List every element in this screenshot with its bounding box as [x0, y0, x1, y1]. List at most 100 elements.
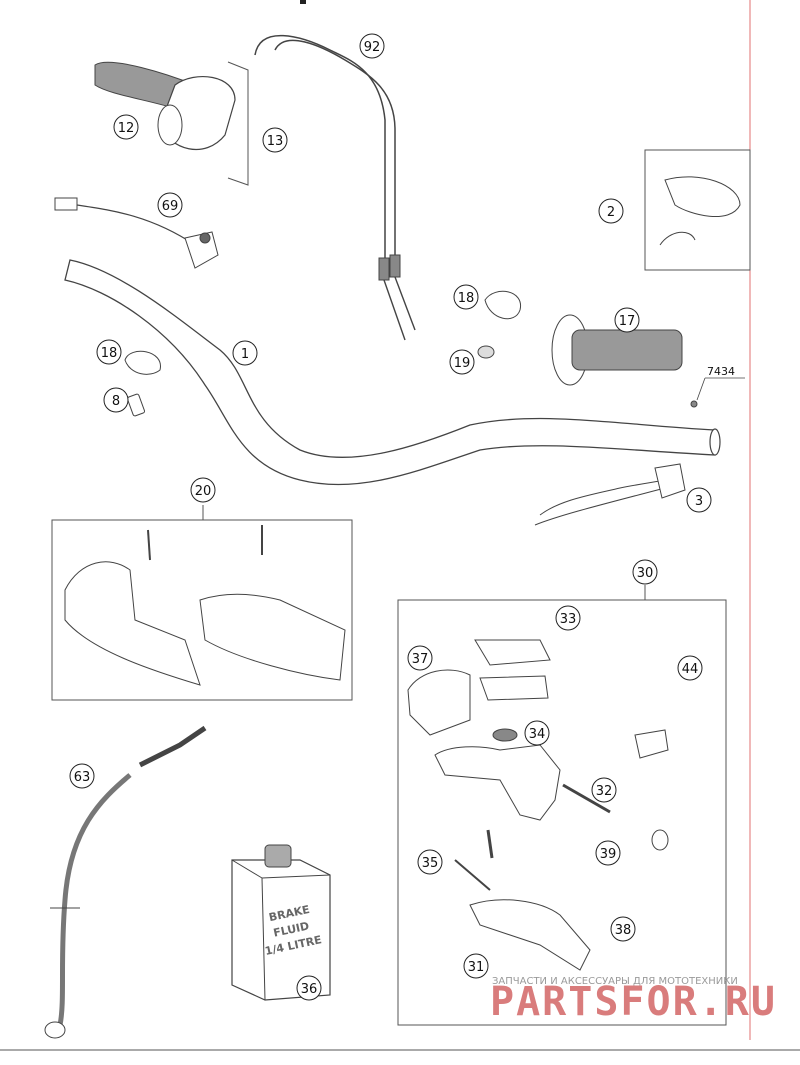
- part-2-inset: [644, 149, 751, 271]
- switch-body-3: [654, 463, 686, 499]
- piston-32: [562, 783, 611, 814]
- grip-17: [551, 314, 683, 386]
- callout-37: 37: [407, 645, 433, 671]
- callout-63: 63: [69, 763, 95, 789]
- clamp-44: [634, 729, 669, 759]
- wire-69: [76, 204, 196, 246]
- callout-30: 30: [632, 559, 658, 585]
- switch-button-69: [199, 232, 211, 244]
- brake-line-63: [44, 725, 207, 1039]
- handlebar: [64, 259, 716, 486]
- kill-switch: [54, 197, 219, 269]
- reservoir-gasket-33: [479, 675, 549, 701]
- callout-39: 39: [595, 840, 621, 866]
- callout-18b: 18: [96, 339, 122, 365]
- callout-34: 34: [524, 720, 550, 746]
- tin-body: [231, 859, 331, 1001]
- wire-3: [539, 479, 666, 516]
- callout-label: 12: [118, 121, 135, 136]
- callout-label: 92: [364, 40, 381, 55]
- tin-edge: [231, 859, 263, 879]
- spring-35: [454, 859, 491, 891]
- cable-tie-18-left: [124, 350, 161, 375]
- label-7434: 7434: [707, 365, 735, 378]
- boot-39: [651, 829, 669, 851]
- callout-12: 12: [113, 114, 139, 140]
- callout-19: 19: [449, 349, 475, 375]
- callout-label: 30: [637, 566, 654, 581]
- callout-13: 13: [262, 127, 288, 153]
- inset-box-30: [397, 599, 727, 1026]
- callout-17: 17: [614, 307, 640, 333]
- callout-44: 44: [677, 655, 703, 681]
- callout-label: 19: [454, 356, 471, 371]
- callout-35: 35: [417, 849, 443, 875]
- top-mark: [300, 0, 306, 4]
- callout-label: 36: [301, 982, 318, 997]
- brake-fluid-tin-36: BRAKE FLUID 1/4 LITRE: [231, 844, 331, 1001]
- callout-3: 3: [686, 487, 712, 513]
- housing-bore: [157, 104, 183, 146]
- pivot-bolt: [486, 829, 494, 859]
- callout-label: 18: [101, 346, 118, 361]
- cable-adjuster-a: [378, 257, 390, 281]
- tin-vertical-edge: [261, 877, 266, 1001]
- switch-3: [534, 463, 686, 526]
- handlebar-end: [709, 428, 721, 456]
- banjo-fitting-63: [138, 725, 207, 768]
- watermark-logo: PARTSFOR.RU: [490, 979, 777, 1025]
- callout-label: 63: [74, 770, 91, 785]
- tin-top-edge: [261, 874, 331, 879]
- grip-body-17: [571, 329, 683, 371]
- cable-end-b: [394, 276, 416, 331]
- callout-label: 2: [607, 205, 615, 220]
- callout-label: 1: [241, 347, 249, 362]
- master-cylinder-body: [434, 744, 561, 821]
- part-8: [127, 393, 145, 417]
- cable-b: [274, 39, 396, 260]
- brake-assembly-30: [397, 585, 727, 1026]
- handguard-set-20: [51, 505, 353, 701]
- callout-label: 38: [615, 923, 632, 938]
- brake-lever-38: [469, 899, 591, 971]
- reservoir-cover-33: [474, 639, 551, 666]
- callout-label: 34: [529, 727, 546, 742]
- callout-label: 31: [468, 960, 485, 975]
- connector-69: [54, 197, 78, 211]
- callout-label: 8: [112, 394, 120, 409]
- hose-eye-63: [44, 1021, 66, 1039]
- handguard-left: [64, 561, 201, 686]
- callout-label: 20: [195, 484, 212, 499]
- cable-end-a: [383, 279, 406, 341]
- callout-38: 38: [610, 916, 636, 942]
- callout-label: 69: [162, 199, 179, 214]
- callout-2: 2: [598, 198, 624, 224]
- callout-32: 32: [591, 777, 617, 803]
- callout-18a: 18: [453, 284, 479, 310]
- pad-2: [664, 176, 741, 218]
- wire-3b: [534, 487, 666, 526]
- callout-label: 13: [267, 134, 284, 149]
- hose-63: [57, 773, 132, 1026]
- bracket-13: [227, 61, 249, 186]
- callout-92: 92: [359, 33, 385, 59]
- callout-20: 20: [190, 477, 216, 503]
- callout-1: 1: [232, 340, 258, 366]
- callout-label: 44: [682, 662, 699, 677]
- plug-19: [477, 345, 495, 359]
- callout-label: 39: [600, 847, 617, 862]
- callout-36: 36: [296, 975, 322, 1001]
- cable-adjuster-b: [389, 254, 401, 278]
- callout-label: 33: [560, 612, 577, 627]
- tin-cap: [264, 844, 292, 868]
- callout-label: 32: [596, 784, 613, 799]
- callout-69: 69: [157, 192, 183, 218]
- callout-33: 33: [555, 605, 581, 631]
- throttle-cables: [254, 34, 416, 341]
- callout-label: 18: [458, 291, 475, 306]
- screw-7434: [690, 400, 698, 408]
- bolt-left: [147, 529, 151, 561]
- lever-guard-37: [407, 669, 471, 736]
